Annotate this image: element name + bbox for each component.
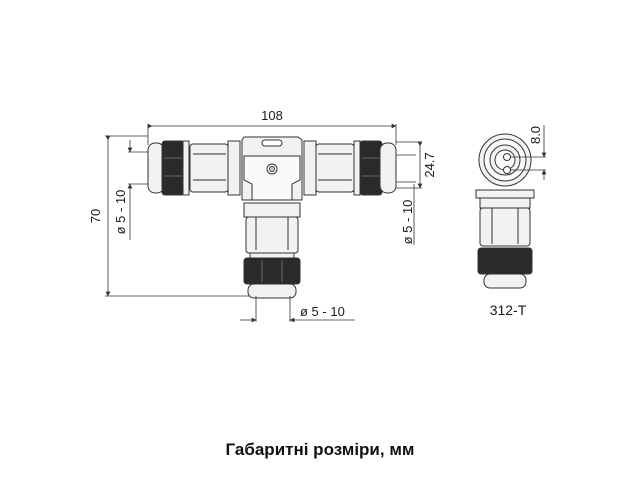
- width-dimension: [147, 123, 397, 145]
- right-dimensions: [396, 141, 423, 245]
- t-connector-front-view: [147, 136, 397, 299]
- height-dimension: [105, 135, 250, 297]
- model-label: 312-T: [490, 302, 527, 318]
- width-label: 108: [261, 108, 283, 123]
- t-connector-side-view: [475, 133, 535, 289]
- height-label: 70: [88, 209, 103, 223]
- bottom-diameter-label: ø 5 - 10: [300, 304, 345, 319]
- right-diameter-label: ø 5 - 10: [400, 200, 415, 245]
- bottom-diameter-dimension: [240, 296, 355, 323]
- body-height-label: 24.7: [422, 152, 437, 177]
- pin-spacing-dimension: [510, 125, 547, 180]
- caption: Габаритні розміри, мм: [225, 440, 415, 459]
- pin-spacing-label: 8.0: [528, 126, 543, 144]
- left-diameter-dimension: [127, 140, 148, 240]
- left-diameter-label: ø 5 - 10: [113, 190, 128, 235]
